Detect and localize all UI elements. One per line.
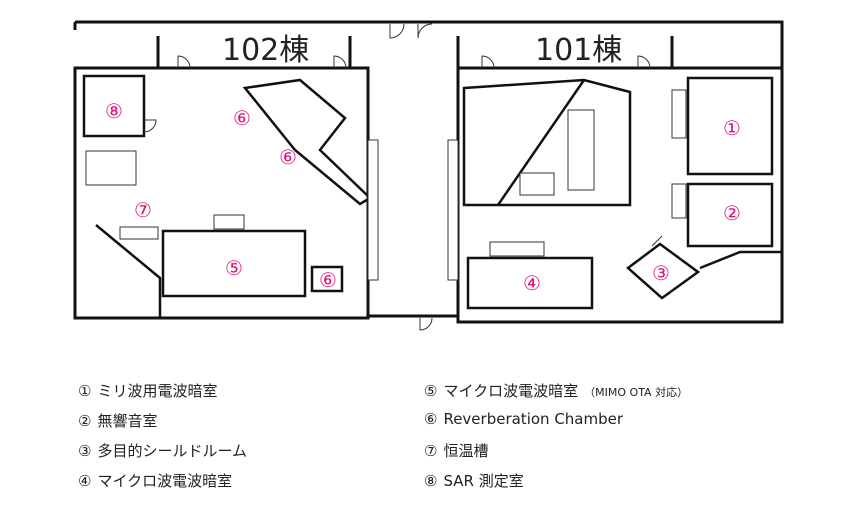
door xyxy=(419,317,433,331)
legend-num: ⑧ xyxy=(424,472,438,490)
door xyxy=(637,55,651,69)
corridor-inner-wall xyxy=(156,36,674,68)
room-mmwave-chamber xyxy=(686,76,774,176)
legend-label: 恒温槽 xyxy=(443,442,489,460)
room-thermostatic xyxy=(95,224,162,318)
door xyxy=(389,23,405,39)
legend-label: 無響音室 xyxy=(97,412,158,430)
room-mimo-chamber xyxy=(161,229,307,298)
desk xyxy=(671,89,687,139)
legend-label: Reverberation Chamber xyxy=(443,410,624,428)
marker-3: ③ xyxy=(652,261,670,285)
desk xyxy=(447,139,459,281)
corridor-wall xyxy=(75,20,784,68)
legend-label: マイクロ波電波暗室 xyxy=(97,472,233,490)
legend-num: ① xyxy=(78,382,92,400)
room-reverb-101 xyxy=(462,78,632,207)
legend-label: SAR 測定室 xyxy=(443,472,524,490)
room-shield xyxy=(626,242,701,300)
desk xyxy=(367,139,379,281)
legend-label: 多目的シールドルーム xyxy=(97,442,248,460)
door xyxy=(481,55,495,69)
room-reverb-102 xyxy=(242,78,373,206)
legend-item-5: ⑤ マイクロ波電波暗室 （MIMO OTA 対応） xyxy=(424,380,688,401)
legend-item-3: ③ 多目的シールドルーム xyxy=(78,440,247,461)
desk xyxy=(213,214,245,230)
legend-num: ⑥ xyxy=(424,410,438,428)
marker-8: ⑧ xyxy=(105,99,123,123)
door xyxy=(143,119,157,133)
desk xyxy=(671,183,687,219)
legend-label: ミリ波用電波暗室 xyxy=(97,382,218,400)
desk xyxy=(489,241,545,257)
door xyxy=(651,235,663,247)
legend-num: ⑦ xyxy=(424,442,438,460)
desk xyxy=(567,109,595,191)
building-102-wall xyxy=(73,66,370,320)
legend-num: ③ xyxy=(78,442,92,460)
legend-note: （MIMO OTA 対応） xyxy=(584,386,689,399)
door xyxy=(417,23,433,39)
building-102-label: 102棟 xyxy=(222,33,309,68)
marker-7: ⑦ xyxy=(134,198,152,222)
reverb-small-102 xyxy=(310,265,344,293)
marker-6b: ⑥ xyxy=(279,145,297,169)
floor-plan: 102棟 101棟 ⑧ ⑥ ⑥ ⑦ ⑤ ⑥ ① ② ③ ④ xyxy=(73,20,784,331)
marker-6a: ⑥ xyxy=(233,106,251,130)
marker-6c: ⑥ xyxy=(319,268,337,292)
legend-item-2: ② 無響音室 xyxy=(78,410,157,431)
legend-num: ② xyxy=(78,412,92,430)
desk xyxy=(519,172,555,196)
legend-num: ⑤ xyxy=(424,382,438,400)
legend-num: ④ xyxy=(78,472,92,490)
room-microwave-chamber xyxy=(466,256,594,310)
legend-label: マイクロ波電波暗室 xyxy=(443,382,579,400)
building-101-wall xyxy=(456,66,784,324)
room-anechoic xyxy=(686,182,774,248)
desk xyxy=(119,226,159,240)
marker-4: ④ xyxy=(523,271,541,295)
door xyxy=(333,55,347,69)
legend-item-6: ⑥ Reverberation Chamber xyxy=(424,410,623,428)
marker-2: ② xyxy=(723,201,741,225)
legend-item-8: ⑧ SAR 測定室 xyxy=(424,470,524,491)
reverb-partition xyxy=(496,79,586,206)
legend-item-1: ① ミリ波用電波暗室 xyxy=(78,380,217,401)
room-sar xyxy=(82,74,146,138)
marker-5: ⑤ xyxy=(225,256,243,280)
building-101-label: 101棟 xyxy=(535,33,622,68)
door xyxy=(177,55,191,69)
marker-1: ① xyxy=(723,116,741,140)
desk xyxy=(85,150,137,186)
legend-item-7: ⑦ 恒温槽 xyxy=(424,440,488,461)
legend-item-4: ④ マイクロ波電波暗室 xyxy=(78,470,232,491)
room-shield-wall xyxy=(699,250,782,270)
